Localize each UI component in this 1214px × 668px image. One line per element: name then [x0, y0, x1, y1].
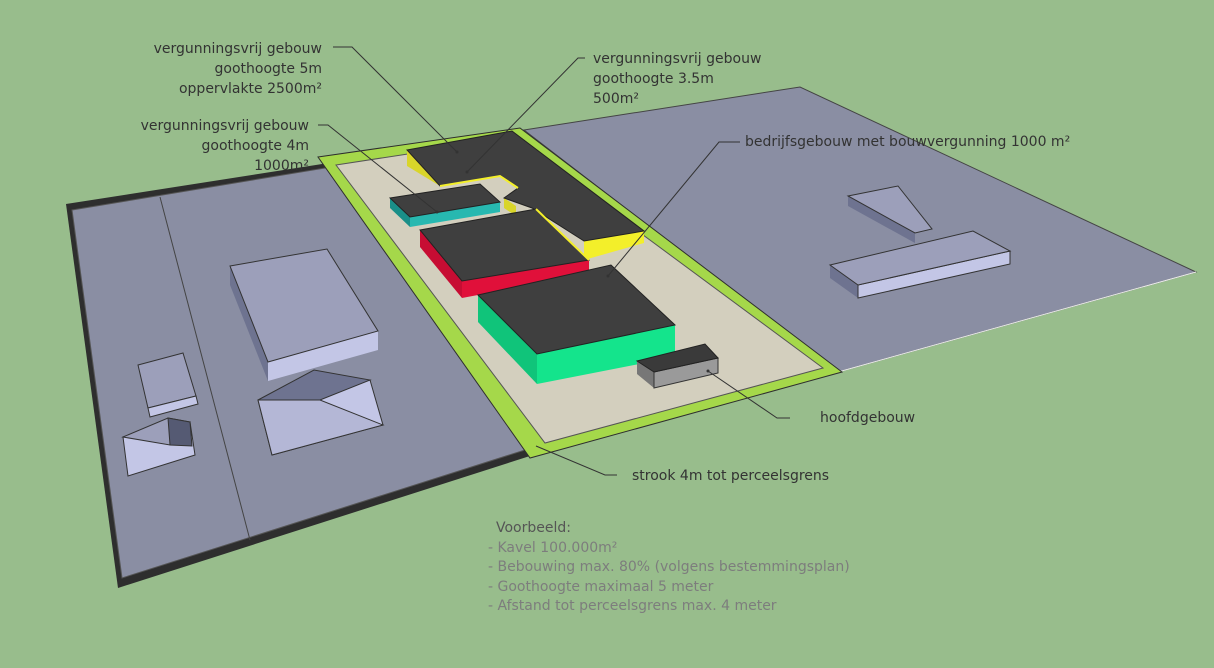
leader-dots [435, 150, 710, 373]
building-red [419, 208, 591, 298]
example-item: - Afstand tot perceelsgrens max. 4 meter [488, 598, 777, 614]
example-item: - Goothoogte maximaal 5 meter [488, 578, 714, 595]
label-vergunningsvrij-2500: vergunningsvrij gebouw goothoogte 5m opp… [100, 39, 322, 99]
example-title: Voorbeeld: [496, 520, 571, 536]
label-line: 1000m² [254, 158, 309, 174]
label-bedrijfsgebouw: bedrijfsgebouw met bouwvergunning 1000 m… [745, 134, 1071, 150]
label-line: vergunningsvrij gebouw [153, 41, 322, 57]
building-vergunningsvrij-2500 [406, 130, 646, 260]
neighbour-building-l [828, 185, 1012, 299]
building-vergunningsvrij-1000 [388, 183, 502, 227]
building-hoofdgebouw [635, 343, 719, 389]
example-notes: Voorbeeld: - Kavel 100.000m² - Bebouwing… [488, 519, 850, 617]
example-item: - Bebouwing max. 80% (volgens bestemming… [488, 559, 850, 575]
neighbour-building-large [229, 248, 379, 381]
building-bedrijfsgebouw [477, 264, 677, 384]
label-line: goothoogte 5m [214, 61, 323, 77]
neighbour-house-small [121, 417, 196, 477]
neighbour-building-small [137, 352, 199, 418]
label-line: vergunningsvrij gebouw [140, 118, 309, 134]
neighbour-house-gabled [257, 369, 385, 456]
label-strook: strook 4m tot perceelsgrens [632, 468, 830, 484]
label-line: 500m² [593, 91, 639, 107]
label-vergunningsvrij-1000: vergunningsvrij gebouw goothoogte 4m 100… [90, 116, 309, 176]
label-vergunningsvrij-500: vergunningsvrij gebouw goothoogte 3.5m 5… [593, 49, 761, 109]
label-line: oppervlakte 2500m² [178, 81, 322, 97]
label-line: goothoogte 3.5m [593, 71, 714, 87]
left-neighbour-parcel [66, 162, 533, 588]
example-item: - Kavel 100.000m² [488, 539, 618, 556]
label-line: goothoogte 4m [201, 138, 310, 154]
leader-lines [318, 46, 790, 476]
label-line: vergunningsvrij gebouw [593, 51, 762, 67]
label-hoofdgebouw: hoofdgebouw [820, 410, 916, 426]
